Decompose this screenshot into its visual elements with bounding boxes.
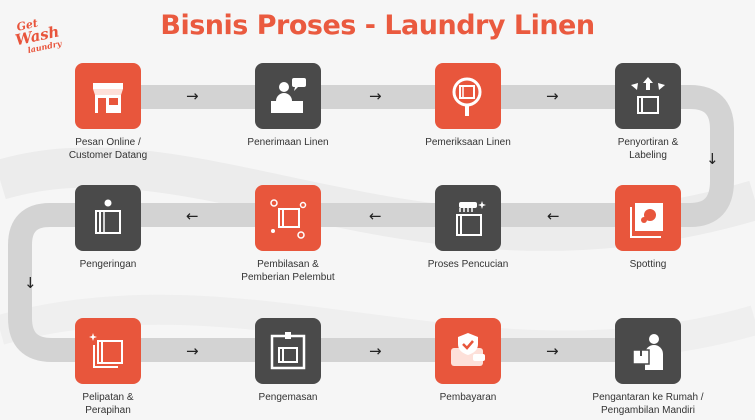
step-label: Spotting (629, 259, 667, 270)
folded-linen-icon (75, 318, 141, 384)
step-pengantaran: Pengantaran ke Rumah / Pengambilan Mandi… (568, 318, 728, 417)
step-proses-pencucian: Proses Pencucian (388, 185, 548, 271)
flow-arrow-left: ← (186, 207, 199, 225)
step-label: Pesan Online / Customer Datang (68, 137, 148, 161)
delivery-person-icon (615, 318, 681, 384)
flow-arrow-left: ← (547, 207, 560, 225)
step-pelipatan: Pelipatan & Perapihan (28, 318, 188, 417)
packaging-icon (255, 318, 321, 384)
flow-arrow-right: → (186, 342, 199, 360)
step-pesan-online: Pesan Online / Customer Datang (28, 63, 188, 162)
storefront-icon (75, 63, 141, 129)
sorting-arrows-icon (615, 63, 681, 129)
step-penyortiran: Penyortiran & Labeling (568, 63, 728, 162)
step-label: Proses Pencucian (427, 259, 509, 270)
flow-arrow-down: ↓ (706, 150, 719, 168)
rinse-bubbles-icon (255, 185, 321, 251)
payment-wallet-icon (435, 318, 501, 384)
flow-arrow-left: ← (369, 207, 382, 225)
step-label: Pemeriksaan Linen (425, 137, 511, 148)
step-label: Penerimaan Linen (247, 137, 329, 148)
step-label: Pengemasan (258, 392, 318, 403)
stain-spot-icon (615, 185, 681, 251)
step-pengemasan: Pengemasan (208, 318, 368, 404)
step-label: Penyortiran & Labeling (617, 137, 679, 161)
flow-arrow-right: → (546, 342, 559, 360)
step-label: Pembayaran (439, 392, 497, 403)
step-label: Pengantaran ke Rumah / Pengambilan Mandi… (592, 392, 704, 416)
flow-arrow-right: → (369, 87, 382, 105)
flow-arrow-right: → (186, 87, 199, 105)
step-pengeringan: Pengeringan (28, 185, 188, 271)
magnifier-linen-icon (435, 63, 501, 129)
reception-desk-icon (255, 63, 321, 129)
step-pemeriksaan-linen: Pemeriksaan Linen (388, 63, 548, 149)
step-label: Pengeringan (79, 259, 137, 270)
flow-arrow-right: → (546, 87, 559, 105)
washing-brush-icon (435, 185, 501, 251)
step-pembayaran: Pembayaran (388, 318, 548, 404)
step-spotting: Spotting (568, 185, 728, 271)
flow-arrow-right: → (369, 342, 382, 360)
drying-sun-icon (75, 185, 141, 251)
page-title: Bisnis Proses - Laundry Linen (160, 10, 595, 41)
step-label: Pelipatan & Perapihan (82, 392, 134, 416)
flow-arrow-down: ↓ (24, 274, 37, 292)
step-label: Pembilasan & Pemberian Pelembut (241, 259, 335, 283)
step-pembilasan: Pembilasan & Pemberian Pelembut (208, 185, 368, 284)
step-penerimaan-linen: Penerimaan Linen (208, 63, 368, 149)
